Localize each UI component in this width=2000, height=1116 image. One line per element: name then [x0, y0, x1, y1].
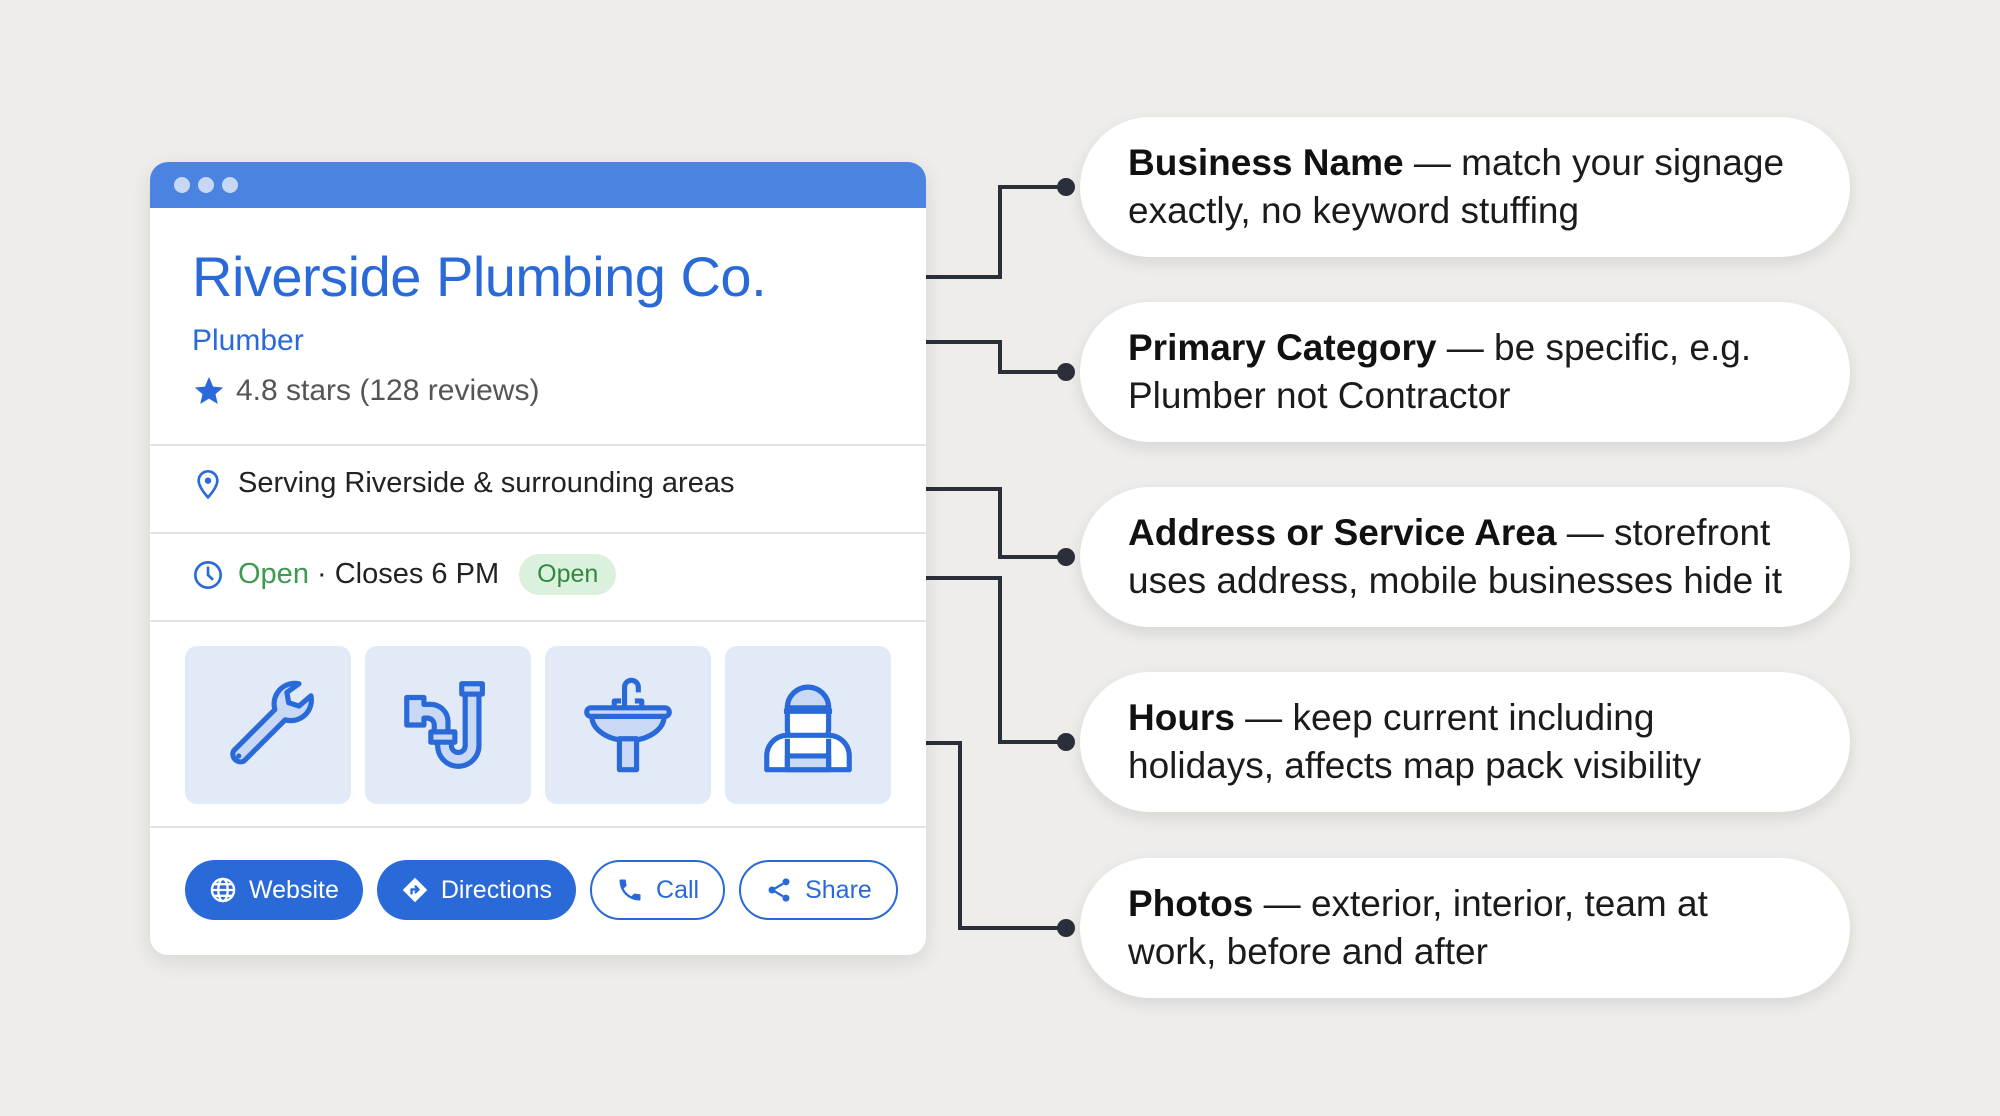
call-button[interactable]: Call	[590, 860, 726, 920]
callout-dash: —	[1436, 327, 1495, 368]
location-pin-icon	[197, 469, 219, 499]
callout-heading: Primary Category	[1128, 327, 1437, 368]
photo-thumbnail[interactable]	[365, 646, 531, 804]
callout-heading: Hours	[1128, 697, 1235, 738]
callout-heading: Business Name	[1128, 142, 1404, 183]
phone-icon	[619, 879, 641, 901]
divider	[150, 620, 926, 622]
window-dot	[222, 177, 238, 193]
callout-heading: Address or Service Area	[1128, 512, 1557, 553]
callout-photos: Photos — exterior, interior, team at wor…	[1080, 858, 1850, 998]
window-dot	[174, 177, 190, 193]
photo-thumbnail[interactable]	[545, 646, 711, 804]
plumber-worker-icon	[764, 684, 852, 773]
website-button[interactable]: Website	[185, 860, 363, 920]
callout-address-service-area: Address or Service Area — storefront use…	[1080, 487, 1850, 627]
window-title-bar	[150, 162, 926, 208]
globe-icon	[210, 877, 236, 903]
closing-time: Closes 6 PM	[334, 558, 500, 590]
star-icon	[194, 376, 224, 405]
service-area-text: Serving Riverside & surrounding areas	[238, 467, 735, 499]
rating[interactable]: 4.8 stars (128 reviews)	[192, 374, 539, 408]
photo-thumbnail[interactable]	[725, 646, 891, 804]
divider	[150, 532, 926, 534]
pipe-icon	[404, 681, 485, 769]
call-label: Call	[656, 875, 700, 904]
website-label: Website	[249, 875, 339, 904]
callout-text: keep current including holidays, affects…	[1128, 697, 1702, 786]
window-dot	[198, 177, 214, 193]
callout-text: storefront uses address, mobile business…	[1128, 512, 1783, 601]
open-badge: Open	[519, 554, 617, 595]
hours-row[interactable]: Open · Closes 6 PM Open	[192, 554, 617, 595]
share-label: Share	[805, 875, 872, 904]
directions-button[interactable]: Directions	[376, 860, 577, 920]
wrench-icon	[230, 680, 314, 765]
callout-dash: —	[1556, 512, 1615, 553]
callout-hours: Hours — keep current including holidays,…	[1080, 672, 1850, 812]
service-area-row[interactable]: Serving Riverside & surrounding areas	[192, 467, 734, 500]
action-buttons: Website Directions Call Share	[185, 860, 898, 920]
hours-separator: ·	[308, 558, 335, 590]
callout-text: exterior, interior, team at work, before…	[1128, 883, 1708, 972]
callout-dash: —	[1253, 883, 1311, 924]
callout-heading: Photos	[1128, 883, 1254, 924]
photo-gallery	[185, 646, 891, 804]
sink-icon	[584, 677, 672, 773]
business-name: Riverside Plumbing Co.	[192, 245, 767, 308]
clock-icon	[194, 560, 222, 589]
callout-text: match your signage exactly, no keyword s…	[1128, 142, 1785, 231]
directions-label: Directions	[440, 875, 553, 904]
business-listing-card: Riverside Plumbing Co. Plumber 4.8 stars…	[150, 162, 926, 955]
business-category[interactable]: Plumber	[192, 324, 304, 357]
share-icon	[768, 878, 790, 902]
callout-primary-category: Primary Category — be specific, e.g. Plu…	[1080, 302, 1850, 442]
divider	[150, 444, 926, 446]
rating-text: 4.8 stars (128 reviews)	[236, 374, 540, 407]
callout-dash: —	[1234, 697, 1293, 738]
divider	[150, 826, 926, 828]
open-status: Open	[238, 558, 309, 590]
callout-dash: —	[1403, 142, 1462, 183]
directions-icon	[402, 877, 428, 903]
photo-thumbnail[interactable]	[185, 646, 351, 804]
callout-business-name: Business Name — match your signage exact…	[1080, 117, 1850, 257]
callout-text: be specific, e.g. Plumber not Contractor	[1128, 327, 1752, 416]
share-button[interactable]: Share	[739, 860, 898, 920]
